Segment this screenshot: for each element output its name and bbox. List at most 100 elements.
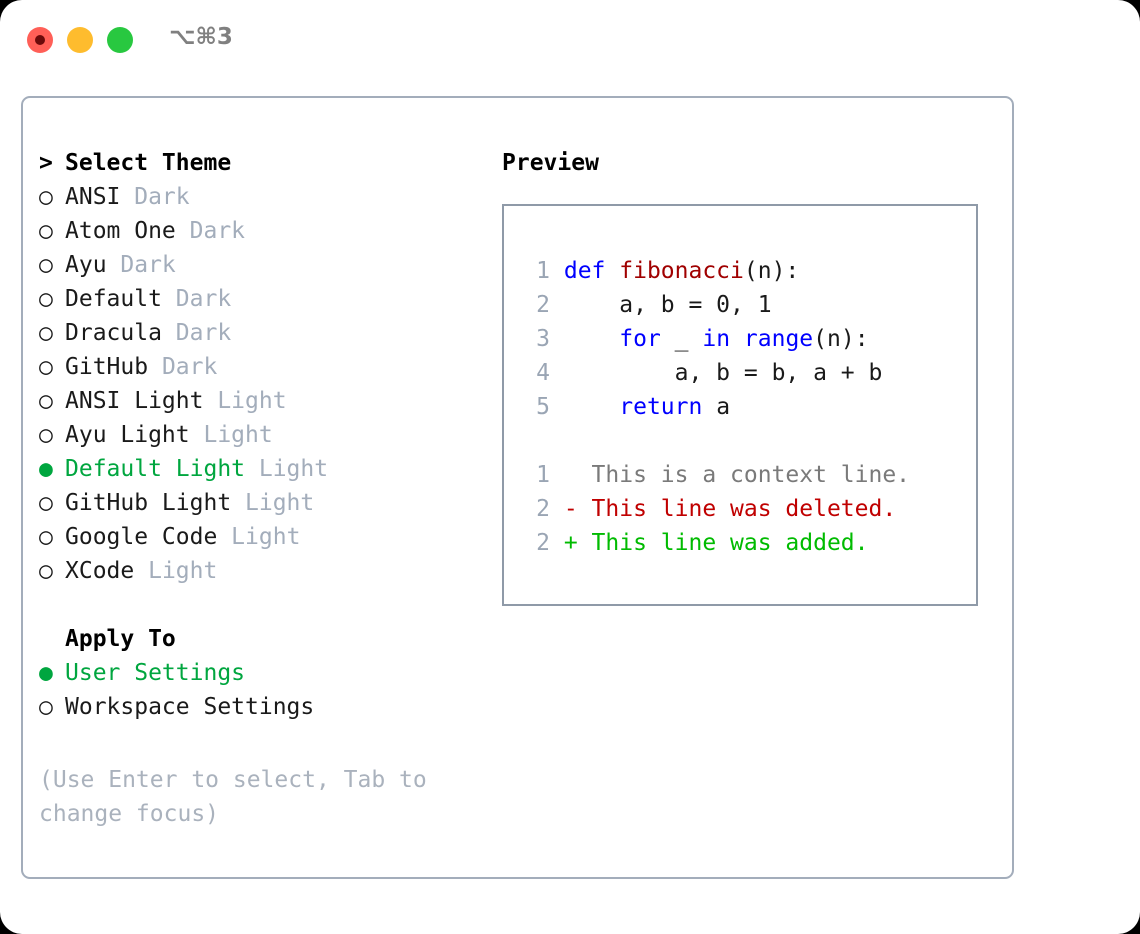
theme-option-label: GitHub	[65, 354, 149, 380]
code-blank-line	[520, 424, 910, 458]
code-line: 4 a, b = b, a + b	[520, 356, 910, 390]
code-token	[564, 326, 619, 352]
radio-unselected-icon: ○	[39, 354, 67, 380]
code-token: in	[702, 326, 731, 352]
diff-line: 2 - This line was deleted.	[520, 492, 910, 526]
line-number: 2	[536, 496, 550, 522]
theme-option-label: Dracula	[65, 320, 162, 346]
code-token: _	[660, 326, 703, 352]
radio-unselected-icon: ○	[39, 252, 67, 278]
code-line: 2 a, b = 0, 1	[520, 288, 910, 322]
theme-option-ansi-light[interactable]: ○ ANSI Light Light	[39, 384, 489, 418]
main-panel: > Select Theme○ ANSI Dark○ Atom One Dark…	[21, 96, 1014, 879]
theme-option-default[interactable]: ○ Default Dark	[39, 282, 489, 316]
prompt-placeholder	[39, 622, 65, 656]
line-number: 5	[536, 394, 550, 420]
diff-line-text: - This line was deleted.	[550, 496, 897, 522]
preview-column: Preview 1 def fibonacci(n):2 a, b = 0, 1…	[502, 146, 992, 606]
theme-option-variant: Light	[189, 422, 273, 448]
line-number: 1	[536, 258, 550, 284]
theme-option-variant: Dark	[175, 218, 246, 244]
code-token	[730, 326, 744, 352]
code-token: range	[743, 326, 814, 352]
radio-unselected-icon: ○	[39, 490, 67, 516]
line-number: 2	[536, 292, 550, 318]
radio-unselected-icon: ○	[39, 286, 67, 312]
code-token: a	[702, 394, 731, 420]
line-number: 2	[536, 530, 550, 556]
radio-unselected-icon: ○	[39, 694, 67, 720]
gutter-gap	[550, 326, 564, 352]
theme-option-dracula[interactable]: ○ Dracula Dark	[39, 316, 489, 350]
theme-option-ayu[interactable]: ○ Ayu Dark	[39, 248, 489, 282]
theme-option-ansi[interactable]: ○ ANSI Dark	[39, 180, 489, 214]
diff-line-text: + This line was added.	[550, 530, 869, 556]
theme-option-github-light[interactable]: ○ GitHub Light Light	[39, 486, 489, 520]
theme-option-variant: Light	[203, 388, 287, 414]
theme-option-variant: Dark	[161, 320, 232, 346]
list-spacer	[39, 588, 489, 622]
theme-option-github[interactable]: ○ GitHub Dark	[39, 350, 489, 384]
theme-option-variant: Dark	[161, 286, 232, 312]
theme-option-label: XCode	[65, 558, 135, 584]
code-token: (n):	[813, 326, 869, 352]
theme-option-atom-one[interactable]: ○ Atom One Dark	[39, 214, 489, 248]
gutter-gap	[550, 292, 564, 318]
radio-selected-icon: ●	[39, 456, 67, 482]
code-token: a, b = b, a + b	[563, 360, 883, 386]
theme-option-label: Ayu Light	[65, 422, 190, 448]
code-token: fibonacci	[619, 258, 744, 284]
radio-unselected-icon: ○	[39, 422, 67, 448]
apply-to-option-user-settings[interactable]: ● User Settings	[39, 656, 489, 690]
radio-selected-icon: ●	[39, 660, 67, 686]
gutter-gap	[550, 394, 564, 420]
keyboard-hint-text: (Use Enter to select, Tab to change focu…	[39, 767, 441, 827]
theme-option-variant: Dark	[148, 354, 218, 380]
theme-option-label: ANSI Light	[65, 388, 204, 414]
diff-line: 2 + This line was added.	[520, 526, 910, 560]
theme-list: > Select Theme○ ANSI Dark○ Atom One Dark…	[39, 146, 489, 588]
theme-picker-column: > Select Theme○ ANSI Dark○ Atom One Dark…	[39, 146, 489, 724]
theme-option-variant: Dark	[120, 184, 190, 210]
code-token: a, b = 0, 1	[563, 292, 772, 318]
code-token: (n):	[743, 258, 800, 284]
code-token	[564, 394, 619, 420]
minimize-window-button[interactable]	[67, 27, 93, 53]
code-line: 3 for _ in range(n):	[520, 322, 910, 356]
diff-line: 1 This is a context line.	[520, 458, 910, 492]
theme-option-variant: Dark	[106, 252, 176, 278]
theme-option-ayu-light[interactable]: ○ Ayu Light Light	[39, 418, 489, 452]
code-line: 1 def fibonacci(n):	[520, 254, 910, 288]
line-number: 3	[536, 326, 550, 352]
theme-option-label: Google Code	[65, 524, 218, 550]
line-number: 4	[536, 360, 550, 386]
radio-unselected-icon: ○	[39, 558, 67, 584]
radio-unselected-icon: ○	[39, 524, 67, 550]
theme-option-variant: Light	[231, 490, 315, 516]
prompt-marker: >	[39, 150, 67, 176]
code-line: 5 return a	[520, 390, 910, 424]
maximize-window-button[interactable]	[107, 27, 133, 53]
apply-to-header-label: Apply To	[65, 626, 176, 652]
theme-option-variant: Light	[217, 524, 301, 550]
gutter-gap	[550, 360, 564, 386]
theme-option-google-code[interactable]: ○ Google Code Light	[39, 520, 489, 554]
apply-to-option-label: User Settings	[65, 660, 246, 686]
theme-list-header-label: Select Theme	[65, 150, 232, 176]
diff-line-text: This is a context line.	[550, 462, 911, 488]
theme-option-variant: Light	[245, 456, 329, 482]
preview-title: Preview	[502, 150, 599, 176]
apply-to-option-label: Workspace Settings	[65, 694, 315, 720]
theme-option-default-light[interactable]: ● Default Light Light	[39, 452, 489, 486]
theme-list-header: > Select Theme	[39, 146, 489, 180]
theme-option-label: ANSI	[65, 184, 121, 210]
radio-unselected-icon: ○	[39, 388, 67, 414]
gutter-gap	[550, 258, 564, 284]
radio-unselected-icon: ○	[39, 218, 67, 244]
code-token: def	[563, 258, 620, 284]
keyboard-shortcut-label: ⌥⌘3	[169, 24, 233, 50]
apply-to-option-workspace-settings[interactable]: ○ Workspace Settings	[39, 690, 489, 724]
theme-option-xcode[interactable]: ○ XCode Light	[39, 554, 489, 588]
